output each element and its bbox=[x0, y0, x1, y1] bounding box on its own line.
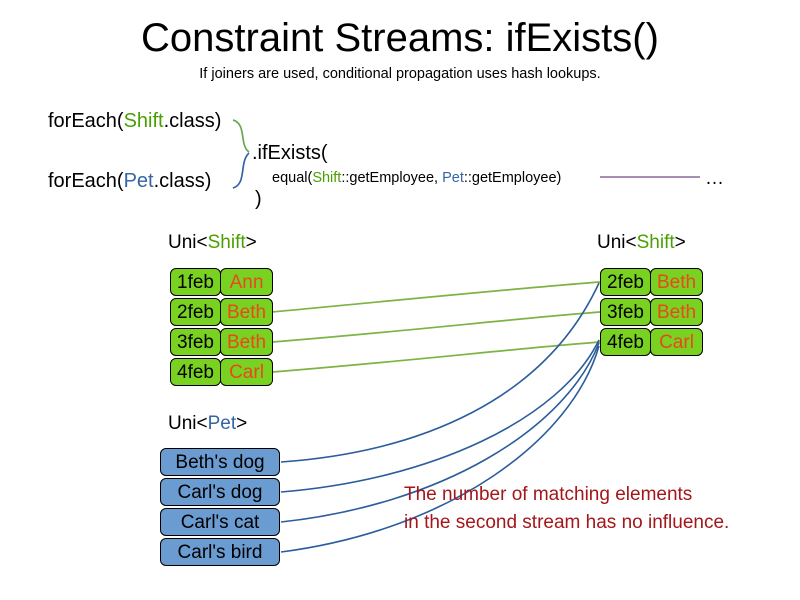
green-line-4feb bbox=[271, 341, 601, 373]
label-uni-pet: Uni<Pet> bbox=[168, 413, 247, 435]
table-row[interactable]: 4feb Carl bbox=[170, 358, 273, 386]
label-right-suffix: > bbox=[674, 232, 686, 253]
code-ifexists: .ifExists( bbox=[252, 142, 328, 164]
cell-name: Beth bbox=[650, 298, 703, 326]
code-foreach-pet-type: Pet bbox=[123, 170, 154, 192]
table-row[interactable]: 4feb Carl bbox=[600, 328, 703, 356]
cell-name: Beth bbox=[220, 328, 273, 356]
blue-line-carls-dog bbox=[280, 339, 600, 493]
code-foreach-pet-suffix: .class) bbox=[153, 170, 212, 192]
code-foreach-shift-type: Shift bbox=[123, 110, 164, 132]
list-item[interactable]: Carl's cat bbox=[160, 508, 280, 536]
label-left-prefix: Uni< bbox=[168, 232, 208, 253]
code-equal-left-type: Shift bbox=[312, 170, 342, 186]
label-pet-prefix: Uni< bbox=[168, 413, 208, 434]
green-line-3feb bbox=[271, 311, 601, 343]
table-row[interactable]: 1feb Ann bbox=[170, 268, 273, 296]
label-left-uni-shift: Uni<Shift> bbox=[168, 232, 257, 254]
label-right-type: Shift bbox=[636, 232, 675, 253]
annotation-text: The number of matching elements in the s… bbox=[404, 481, 729, 536]
code-equal-suffix: ::getEmployee) bbox=[463, 170, 562, 186]
cell-date: 3feb bbox=[170, 328, 221, 356]
code-foreach-shift: forEach(Shift.class) bbox=[48, 110, 221, 133]
cell-name: Carl bbox=[650, 328, 703, 356]
annotation-line-2: in the second stream has no influence. bbox=[404, 511, 730, 533]
cell-date: 2feb bbox=[170, 298, 221, 326]
list-item[interactable]: Carl's dog bbox=[160, 478, 280, 506]
table-row[interactable]: 3feb Beth bbox=[170, 328, 273, 356]
table-row[interactable]: 3feb Beth bbox=[600, 298, 703, 326]
cell-date: 4feb bbox=[600, 328, 651, 356]
green-connectors bbox=[271, 281, 601, 373]
green-line-2feb bbox=[271, 281, 601, 313]
cell-date: 1feb bbox=[170, 268, 221, 296]
annotation-line-1: The number of matching elements bbox=[404, 484, 693, 505]
code-equal: equal(Shift::getEmployee, Pet::getEmploy… bbox=[272, 170, 561, 186]
code-equal-right-type: Pet bbox=[442, 170, 464, 186]
cell-name: Carl bbox=[220, 358, 273, 386]
code-foreach-pet-prefix: forEach( bbox=[48, 170, 124, 192]
page-title: Constraint Streams: ifExists() bbox=[141, 16, 659, 60]
cell-date: 2feb bbox=[600, 268, 651, 296]
cell-name: Beth bbox=[220, 298, 273, 326]
label-pet-type: Pet bbox=[207, 413, 237, 434]
code-equal-prefix: equal( bbox=[272, 170, 313, 186]
ellipsis-label: … bbox=[705, 168, 724, 189]
cell-pet: Carl's cat bbox=[160, 508, 280, 536]
cell-date: 4feb bbox=[170, 358, 221, 386]
list-item[interactable]: Carl's bird bbox=[160, 538, 280, 566]
code-close-paren: ) bbox=[255, 188, 262, 210]
cell-pet: Carl's bird bbox=[160, 538, 280, 566]
code-equal-mid: ::getEmployee, bbox=[341, 170, 443, 186]
stream-join-brace bbox=[232, 119, 250, 189]
cell-date: 3feb bbox=[600, 298, 651, 326]
label-right-prefix: Uni< bbox=[597, 232, 637, 253]
label-left-type: Shift bbox=[207, 232, 246, 253]
cell-pet: Beth's dog bbox=[160, 448, 280, 476]
brace-upper-green bbox=[232, 119, 250, 153]
label-right-uni-shift: Uni<Shift> bbox=[597, 232, 686, 254]
page-subtitle: If joiners are used, conditional propaga… bbox=[199, 66, 601, 82]
label-left-suffix: > bbox=[245, 232, 257, 253]
brace-lower-blue bbox=[232, 152, 250, 189]
code-foreach-shift-prefix: forEach( bbox=[48, 110, 124, 132]
code-foreach-shift-suffix: .class) bbox=[163, 110, 222, 132]
table-row[interactable]: 2feb Beth bbox=[600, 268, 703, 296]
cell-pet: Carl's dog bbox=[160, 478, 280, 506]
blue-line-beths-dog bbox=[280, 282, 600, 463]
cell-name: Beth bbox=[650, 268, 703, 296]
cell-name: Ann bbox=[220, 268, 273, 296]
label-pet-suffix: > bbox=[236, 413, 248, 434]
list-item[interactable]: Beth's dog bbox=[160, 448, 280, 476]
table-row[interactable]: 2feb Beth bbox=[170, 298, 273, 326]
code-foreach-pet: forEach(Pet.class) bbox=[48, 170, 211, 193]
